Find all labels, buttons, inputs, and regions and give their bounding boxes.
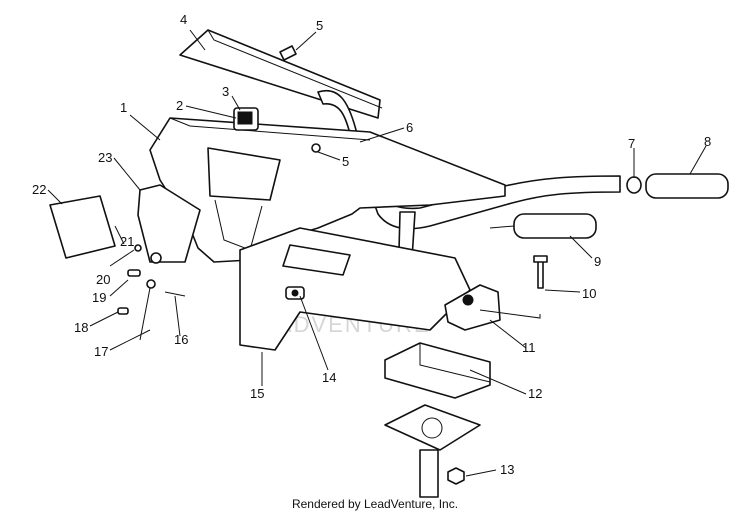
callout-numbers: 4 5 1 2 3 6 5 7 8 9 10 11 12 13 14 15 16… <box>32 12 711 477</box>
callout-5-top: 5 <box>316 18 323 33</box>
callout-7: 7 <box>628 136 635 151</box>
callout-22: 22 <box>32 182 46 197</box>
part-switch <box>233 107 259 131</box>
callout-9: 9 <box>594 254 601 269</box>
callout-2: 2 <box>176 98 183 113</box>
part-bracket <box>137 184 201 264</box>
callout-21: 21 <box>120 234 134 249</box>
callout-15: 15 <box>250 386 264 401</box>
callout-13: 13 <box>500 462 514 477</box>
callout-20: 20 <box>96 272 110 287</box>
callout-14: 14 <box>322 370 336 385</box>
leader-lines <box>47 29 707 477</box>
callout-1: 1 <box>120 100 127 115</box>
part-top-cover <box>179 29 383 119</box>
footer-credit: Rendered by LeadVenture, Inc. <box>291 497 459 511</box>
callout-5-mid: 5 <box>342 154 349 169</box>
callout-11: 11 <box>522 340 536 355</box>
callout-4: 4 <box>180 12 187 27</box>
part-screws <box>279 45 321 153</box>
callout-18: 18 <box>74 320 88 335</box>
part-upper-clamp <box>444 284 501 331</box>
part-grip-end <box>626 173 729 199</box>
callout-8: 8 <box>704 134 711 149</box>
part-throttle-grip <box>489 213 597 239</box>
part-nut <box>447 467 465 485</box>
part-console <box>149 117 506 263</box>
callout-10: 10 <box>582 286 596 301</box>
part-steering-column <box>384 404 481 498</box>
callout-12: 12 <box>528 386 542 401</box>
part-lower-panel <box>239 227 471 351</box>
callout-17: 17 <box>94 344 108 359</box>
part-grommet <box>285 286 305 300</box>
callout-19: 19 <box>92 290 106 305</box>
part-bolt <box>533 255 548 289</box>
callout-6: 6 <box>406 120 413 135</box>
part-side-cover <box>49 195 116 259</box>
part-lower-clamp <box>384 342 491 399</box>
callout-3: 3 <box>222 84 229 99</box>
part-small-hardware <box>117 244 186 341</box>
callout-16: 16 <box>174 332 188 347</box>
callout-23: 23 <box>98 150 112 165</box>
